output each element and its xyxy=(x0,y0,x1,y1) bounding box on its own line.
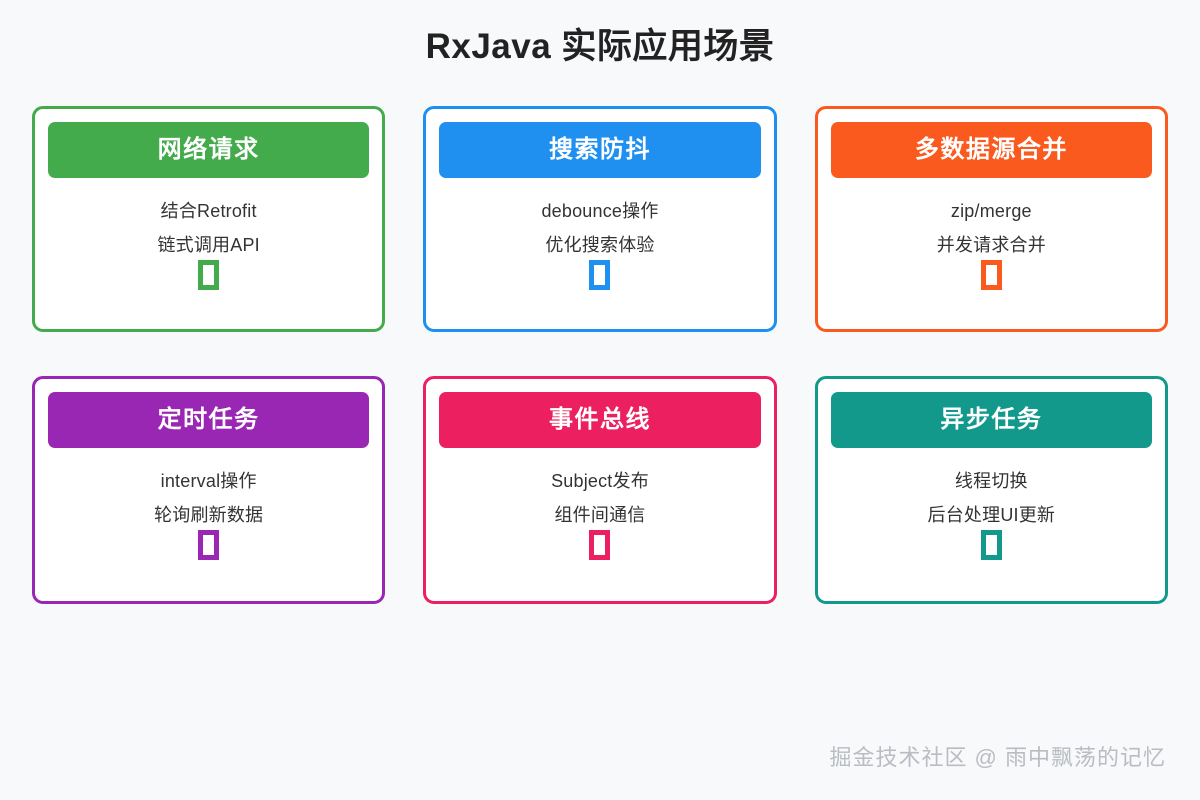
card-line-primary: interval操作 xyxy=(160,470,257,491)
missing-glyph-box-icon xyxy=(980,259,1002,290)
card-body-scheduled-task: interval操作 轮询刷新数据 xyxy=(48,448,369,585)
card-line-secondary: 优化搜索体验 xyxy=(545,234,655,255)
card-line-primary: Subject发布 xyxy=(551,470,649,491)
watermark: 掘金技术社区 @ 雨中飘荡的记忆 xyxy=(829,745,1166,770)
page-title: RxJava 实际应用场景 xyxy=(425,27,775,66)
card-scheduled-task[interactable]: 定时任务 interval操作 轮询刷新数据 xyxy=(32,375,386,604)
card-body-network-request: 结合Retrofit 链式调用API xyxy=(48,178,369,313)
card-multi-source-merge[interactable]: 多数据源合并 zip/merge 并发请求合并 xyxy=(814,105,1168,332)
card-line-primary: debounce操作 xyxy=(541,200,659,221)
missing-glyph-box-icon xyxy=(980,529,1002,560)
card-header-search-debounce: 搜索防抖 xyxy=(439,121,761,178)
card-body-multi-source-merge: zip/merge 并发请求合并 xyxy=(831,178,1152,313)
missing-glyph-box-icon xyxy=(589,259,611,290)
card-line-secondary: 链式调用API xyxy=(157,234,260,255)
card-header-multi-source-merge: 多数据源合并 xyxy=(830,121,1152,178)
card-body-event-bus: Subject发布 组件间通信 xyxy=(439,448,760,585)
card-header-async-task: 异步任务 xyxy=(830,391,1152,448)
card-line-secondary: 组件间通信 xyxy=(554,504,646,525)
card-header-event-bus: 事件总线 xyxy=(439,391,761,448)
card-header-scheduled-task: 定时任务 xyxy=(48,391,370,448)
missing-glyph-box-icon xyxy=(198,259,220,290)
card-body-search-debounce: debounce操作 优化搜索体验 xyxy=(439,178,760,313)
card-line-primary: 线程切换 xyxy=(954,470,1028,491)
card-line-secondary: 并发请求合并 xyxy=(936,234,1046,255)
scenario-card-grid: 网络请求 结合Retrofit 链式调用API 搜索防抖 debounce操作 … xyxy=(0,105,1200,604)
missing-glyph-box-icon xyxy=(589,529,611,560)
card-async-task[interactable]: 异步任务 线程切换 后台处理UI更新 xyxy=(814,375,1168,604)
card-search-debounce[interactable]: 搜索防抖 debounce操作 优化搜索体验 xyxy=(423,105,777,332)
card-line-secondary: 后台处理UI更新 xyxy=(927,504,1056,525)
card-body-async-task: 线程切换 后台处理UI更新 xyxy=(831,448,1152,585)
card-event-bus[interactable]: 事件总线 Subject发布 组件间通信 xyxy=(423,375,777,604)
card-line-primary: zip/merge xyxy=(950,200,1032,221)
card-line-secondary: 轮询刷新数据 xyxy=(154,504,264,525)
card-header-network-request: 网络请求 xyxy=(48,121,370,178)
card-network-request[interactable]: 网络请求 结合Retrofit 链式调用API xyxy=(32,105,386,332)
missing-glyph-box-icon xyxy=(198,529,220,560)
card-line-primary: 结合Retrofit xyxy=(160,200,257,221)
